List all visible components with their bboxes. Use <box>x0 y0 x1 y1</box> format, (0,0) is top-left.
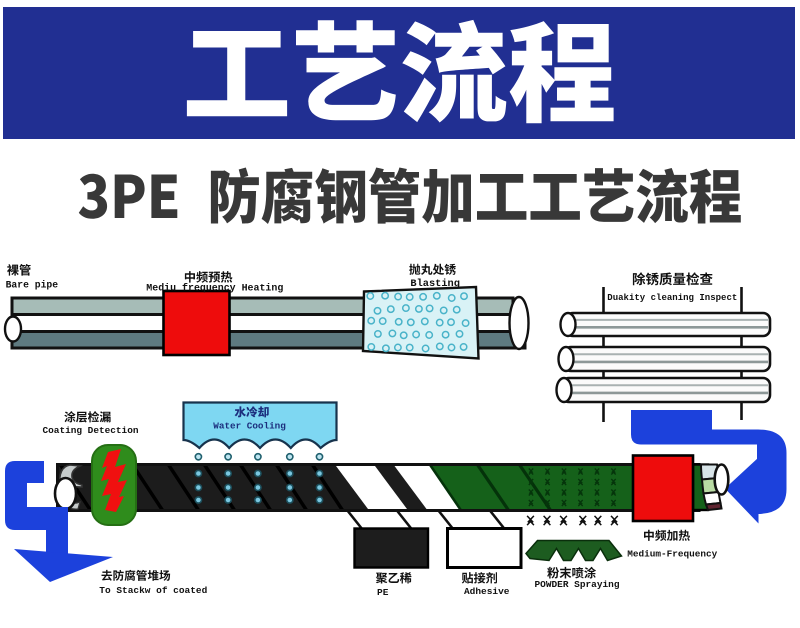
svg-text:Water Cooling: Water Cooling <box>213 420 286 431</box>
svg-text:Duakity cleaning Inspect: Duakity cleaning Inspect <box>607 293 737 303</box>
svg-text:To Stackw of coated: To Stackw of coated <box>99 585 207 596</box>
svg-text:Medium-Frequency: Medium-Frequency <box>627 549 717 560</box>
svg-text:Blasting: Blasting <box>410 278 460 290</box>
svg-text:Mediu frequency Heating: Mediu frequency Heating <box>146 283 283 294</box>
svg-text:PE: PE <box>377 587 389 598</box>
svg-text:Adhesive: Adhesive <box>464 586 510 597</box>
svg-text:Bare pipe: Bare pipe <box>6 280 59 291</box>
svg-text:POWDER Spraying: POWDER Spraying <box>535 579 620 590</box>
svg-text:Coating Detection: Coating Detection <box>43 425 139 436</box>
